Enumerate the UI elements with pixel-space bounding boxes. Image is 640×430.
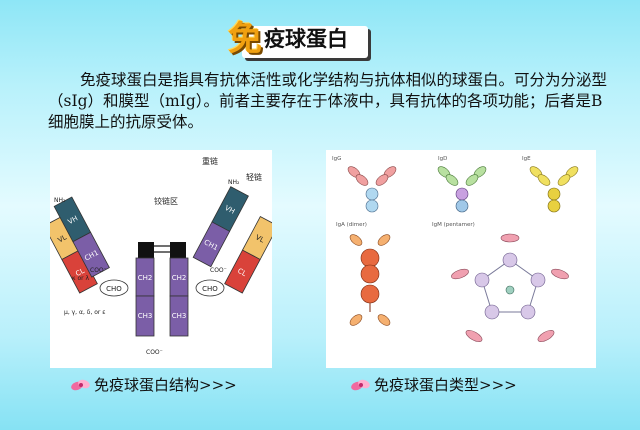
right-ch2-label: CH2	[172, 274, 187, 282]
right-ch1-domain	[192, 221, 231, 268]
right-ch3-label: CH3	[172, 312, 187, 320]
structure-link-text: 免疫球蛋白结构>>>	[94, 376, 237, 394]
title-text: 疫球蛋白	[264, 26, 348, 51]
left-heavy-arm: VH CH1	[53, 196, 110, 278]
right-vh-label: VH	[223, 204, 236, 216]
igg-label: IgG	[332, 156, 341, 162]
right-coo-label: COO⁻	[210, 267, 227, 274]
antibody-types-panel: IgG IgD IgE	[326, 150, 596, 368]
left-ch1-domain	[72, 231, 110, 278]
description-text: 免疫球蛋白是指具有抗体活性或化学结构与抗体相似的球蛋白。可分为分泌型（sIg）和…	[48, 71, 608, 131]
antibody-structure-diagram: VL CL VH CH1 VH CH1 VL CL	[43, 156, 279, 356]
right-ch3-domain	[169, 295, 189, 337]
antibody-types-diagram: IgG IgD IgE	[332, 156, 579, 342]
igd-label: IgD	[438, 156, 447, 162]
light-chain-label: 轻链	[246, 172, 262, 182]
heavy-chain-label: 重链	[202, 156, 218, 166]
ige-molecule: IgE	[522, 156, 579, 213]
iga-molecule: IgA (dimer)	[336, 222, 391, 326]
structure-link[interactable]: 免疫球蛋白结构>>>	[70, 374, 237, 395]
left-nh2-label: NH₂	[54, 197, 66, 204]
types-link-text: 免疫球蛋白类型>>>	[374, 376, 517, 394]
pink-ribbon-bullet-icon	[351, 379, 370, 390]
left-ch3-domain	[135, 295, 155, 337]
left-ch2-label: CH2	[138, 274, 153, 282]
left-hinge-block	[138, 242, 154, 258]
left-cho-label: CHO	[106, 285, 122, 293]
left-vl-label: VL	[57, 233, 69, 244]
types-link[interactable]: 免疫球蛋白类型>>>	[350, 374, 517, 395]
igd-molecule: IgD	[437, 156, 487, 213]
title-first-char: 免	[228, 19, 262, 59]
bottom-coo-label: COO⁻	[146, 349, 163, 356]
hinge-label: 铰链区	[154, 196, 178, 206]
right-heavy-arm: VH CH1	[192, 186, 249, 268]
title-plate	[242, 26, 368, 58]
description-paragraph: 免疫球蛋白是指具有抗体活性或化学结构与抗体相似的球蛋白。可分为分泌型（sIg）和…	[48, 70, 616, 133]
left-ch3-label: CH3	[138, 312, 153, 320]
right-cl-domain	[224, 249, 261, 294]
right-light-chain: VL CL	[224, 216, 279, 294]
iga-label: IgA (dimer)	[336, 222, 367, 228]
left-coo-label: COO⁻	[90, 267, 107, 274]
antibody-structure-panel: VL CL VH CH1 VH CH1 VL CL	[43, 150, 279, 368]
right-cl-label: CL	[236, 267, 248, 278]
igm-molecule: IgM (pentamer)	[432, 222, 569, 342]
right-cho-label: CHO	[202, 285, 218, 293]
left-vh-label: VH	[67, 214, 80, 226]
light-type-label: κ or λ	[72, 275, 89, 282]
left-cho-oval	[99, 279, 129, 297]
heavy-type-label: μ, γ, α, δ, or ε	[64, 309, 106, 316]
right-nh2-label: NH₂	[228, 179, 240, 186]
ige-label: IgE	[522, 156, 531, 162]
right-vl-label: VL	[254, 233, 266, 244]
left-cl-label: CL	[74, 267, 86, 278]
page-title: 免 疫球蛋白	[228, 18, 368, 60]
igm-label: IgM (pentamer)	[432, 222, 475, 228]
pink-ribbon-bullet-icon	[71, 379, 90, 390]
right-cho-oval	[195, 279, 225, 297]
right-hinge-block	[170, 242, 186, 258]
igg-molecule: IgG	[332, 156, 397, 213]
